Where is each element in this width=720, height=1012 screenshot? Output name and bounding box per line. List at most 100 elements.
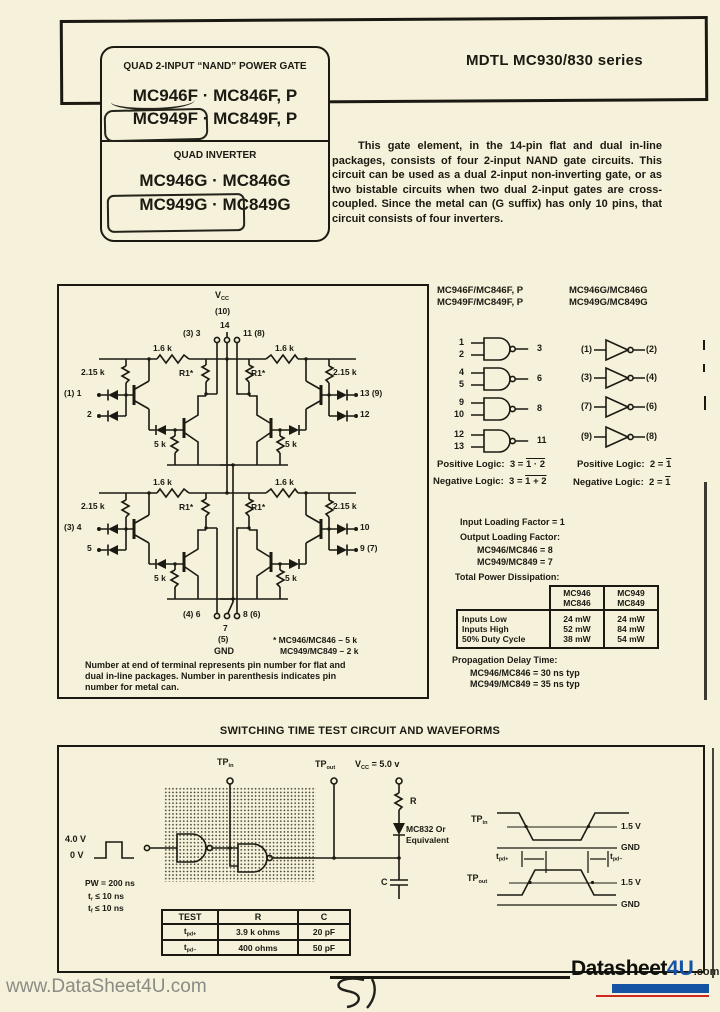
- schematic-note-line3: number for metal can.: [85, 682, 180, 692]
- schematic-pin-in1: (1) 1: [64, 388, 82, 398]
- diode-label-line2: Equivalent: [406, 835, 449, 845]
- schematic-vcc-label: VCC: [215, 290, 230, 302]
- nand-card-subtitle: QUAD 2-INPUT “NAND” POWER GATE: [123, 61, 307, 72]
- diode-label-line1: MC832 Or: [406, 824, 446, 834]
- output-loading-1: MC946/MC846 = 8: [477, 545, 553, 555]
- nand-in-label: 10: [453, 409, 464, 419]
- waveform-threshold-label: 1.5 V: [621, 821, 641, 831]
- inverter-in-label: (9): [581, 431, 592, 441]
- schematic-footnote-2: MC949/MC849 – 2 k: [280, 646, 359, 656]
- test-c-value: 20 pF: [297, 923, 351, 941]
- schematic-gnd-pin-dip: 7: [223, 623, 228, 633]
- nand-gate-symbols: [470, 337, 530, 453]
- part-number-card: [100, 46, 330, 242]
- nand-in-label: 5: [458, 379, 464, 389]
- power-col1-values: 24 mW 52 mW 38 mW: [549, 609, 605, 649]
- scan-artifact: [704, 482, 707, 700]
- nand-positive-logic: Positive Logic: 3 = 1 · 2: [437, 459, 545, 470]
- schematic-r16-label: 1.6 k: [275, 477, 294, 487]
- nand-out-label: 8: [537, 403, 543, 413]
- capacitor-c-label: C: [381, 877, 388, 887]
- nand-variant-header-1: MC946F/MC846F, P: [437, 285, 524, 296]
- inverter-in-label: (7): [581, 401, 592, 411]
- scan-artifact: [703, 364, 705, 372]
- schematic-r215-label: 2.15 k: [333, 501, 357, 511]
- scan-artifact: [712, 748, 714, 978]
- rise-time-label: tr ≤ 10 ns: [88, 891, 125, 903]
- test-circuit-and-waveforms: [94, 777, 629, 906]
- schematic-r1-label: R1*: [251, 502, 266, 512]
- schematic-r215-label: 2.15 k: [81, 501, 105, 511]
- schematic-r5-label: 5 k: [285, 573, 297, 583]
- tp-in-label: TPin: [217, 757, 234, 769]
- inverter-out-label: (2): [646, 344, 657, 354]
- prop-delay-title: Propagation Delay Time:: [452, 655, 558, 665]
- inverter-in-label: (1): [581, 344, 592, 354]
- schematic-r16-label: 1.6 k: [275, 343, 294, 353]
- schematic-r16-label: 1.6 k: [153, 477, 172, 487]
- nand-out-label: 3: [537, 343, 543, 353]
- nand-out-label: 11: [537, 435, 547, 445]
- schematic-r5-label: 5 k: [154, 573, 166, 583]
- prop-delay-1: MC946/MC846 = 30 ns typ: [470, 668, 580, 678]
- nand-in-label: 12: [453, 429, 464, 439]
- schematic-pin-in12: 12: [360, 409, 370, 419]
- inverter-out-label: (8): [646, 431, 657, 441]
- schematic-vcc-pin-can: (10): [215, 306, 231, 316]
- nand-negative-logic: Negative Logic: 3 = 1 + 2: [433, 476, 547, 487]
- test-r-value: 3.9 k ohms: [217, 923, 299, 941]
- output-loading-2: MC949/MC849 = 7: [477, 557, 553, 567]
- schematic-gnd-label: GND: [214, 646, 234, 656]
- schematic-r215-label: 2.15 k: [333, 367, 357, 377]
- tpd-minus-label: tpd−: [610, 851, 623, 863]
- schematic-pin-out11: 11 (8): [243, 328, 265, 338]
- nand-in-label: 1: [458, 337, 464, 347]
- schematic-vcc-pin-dip: 14: [220, 320, 230, 330]
- watermark-url[interactable]: www.DataSheet4U.com: [6, 976, 207, 997]
- inverter-symbols: [593, 339, 646, 448]
- inverter-variant-header-2: MC949G/MC849G: [569, 297, 648, 308]
- schematic-r1-label: R1*: [251, 368, 266, 378]
- nand-card-line1: MC946F · MC846F, P: [132, 86, 298, 105]
- r-col-header: R: [217, 909, 299, 925]
- inverter-variant-header-1: MC946G/MC846G: [569, 285, 648, 296]
- schematic-pin-in4: (3) 4: [64, 522, 82, 532]
- pulse-low-label: 0 V: [70, 850, 84, 860]
- series-title: MDTL MC930/830 series: [466, 52, 643, 69]
- schematic-r16-label: 1.6 k: [153, 343, 172, 353]
- nand-in-label: 13: [453, 441, 464, 451]
- switching-section-title: SWITCHING TIME TEST CIRCUIT AND WAVEFORM…: [219, 725, 501, 737]
- test-row-tpd-plus: tpd+: [161, 923, 219, 941]
- inverter-card-line1: MC946G · MC846G: [139, 171, 291, 190]
- input-loading-factor: Input Loading Factor = 1: [460, 517, 565, 527]
- schematic-box: VCC (10) 14 (3) 3 11 (8) 1.6 k 1.6 k 1.6…: [57, 284, 429, 699]
- test-conditions-table: TEST R C tpd+ 3.9 k ohms 20 pF tpd− 400 …: [161, 909, 351, 957]
- schematic-gnd-pin-can: (5): [218, 634, 229, 644]
- waveform-gnd-label: GND: [621, 842, 640, 852]
- schematic-r1-label: R1*: [179, 368, 194, 378]
- schematic-r5-label: 5 k: [154, 439, 166, 449]
- logo-red-rule: [596, 995, 709, 997]
- inverter-card-subtitle: QUAD INVERTER: [173, 150, 257, 161]
- datasheet4u-logo[interactable]: Datasheet4U.com: [571, 957, 719, 981]
- card-divider: [101, 140, 329, 143]
- pulse-high-label: 4.0 V: [65, 834, 87, 844]
- nand-card-line2: MC949F · MC849F, P: [132, 109, 298, 128]
- tpd-plus-label: tpd+: [496, 851, 509, 863]
- vcc-label: VCC = 5.0 v: [355, 759, 400, 771]
- footer-rule: [330, 976, 570, 979]
- inverter-negative-logic: Negative Logic: 2 = 1: [573, 477, 671, 488]
- schematic-r215-label: 2.15 k: [81, 367, 105, 377]
- nand-in-label: 9: [458, 397, 464, 407]
- resistor-r-label: R: [410, 796, 417, 806]
- c-col-header: C: [297, 909, 351, 925]
- scan-artifact: [703, 340, 705, 350]
- schematic-pin-out6: (4) 6: [183, 609, 201, 619]
- power-dissipation-title: Total Power Dissipation:: [455, 572, 560, 582]
- test-c-value: 50 pF: [297, 938, 351, 957]
- description-paragraph: This gate element, in the 14-pin flat an…: [332, 140, 662, 225]
- test-r-value: 400 ohms: [217, 938, 299, 957]
- schematic-note-line2: dual in-line packages. Number in parenth…: [85, 671, 337, 681]
